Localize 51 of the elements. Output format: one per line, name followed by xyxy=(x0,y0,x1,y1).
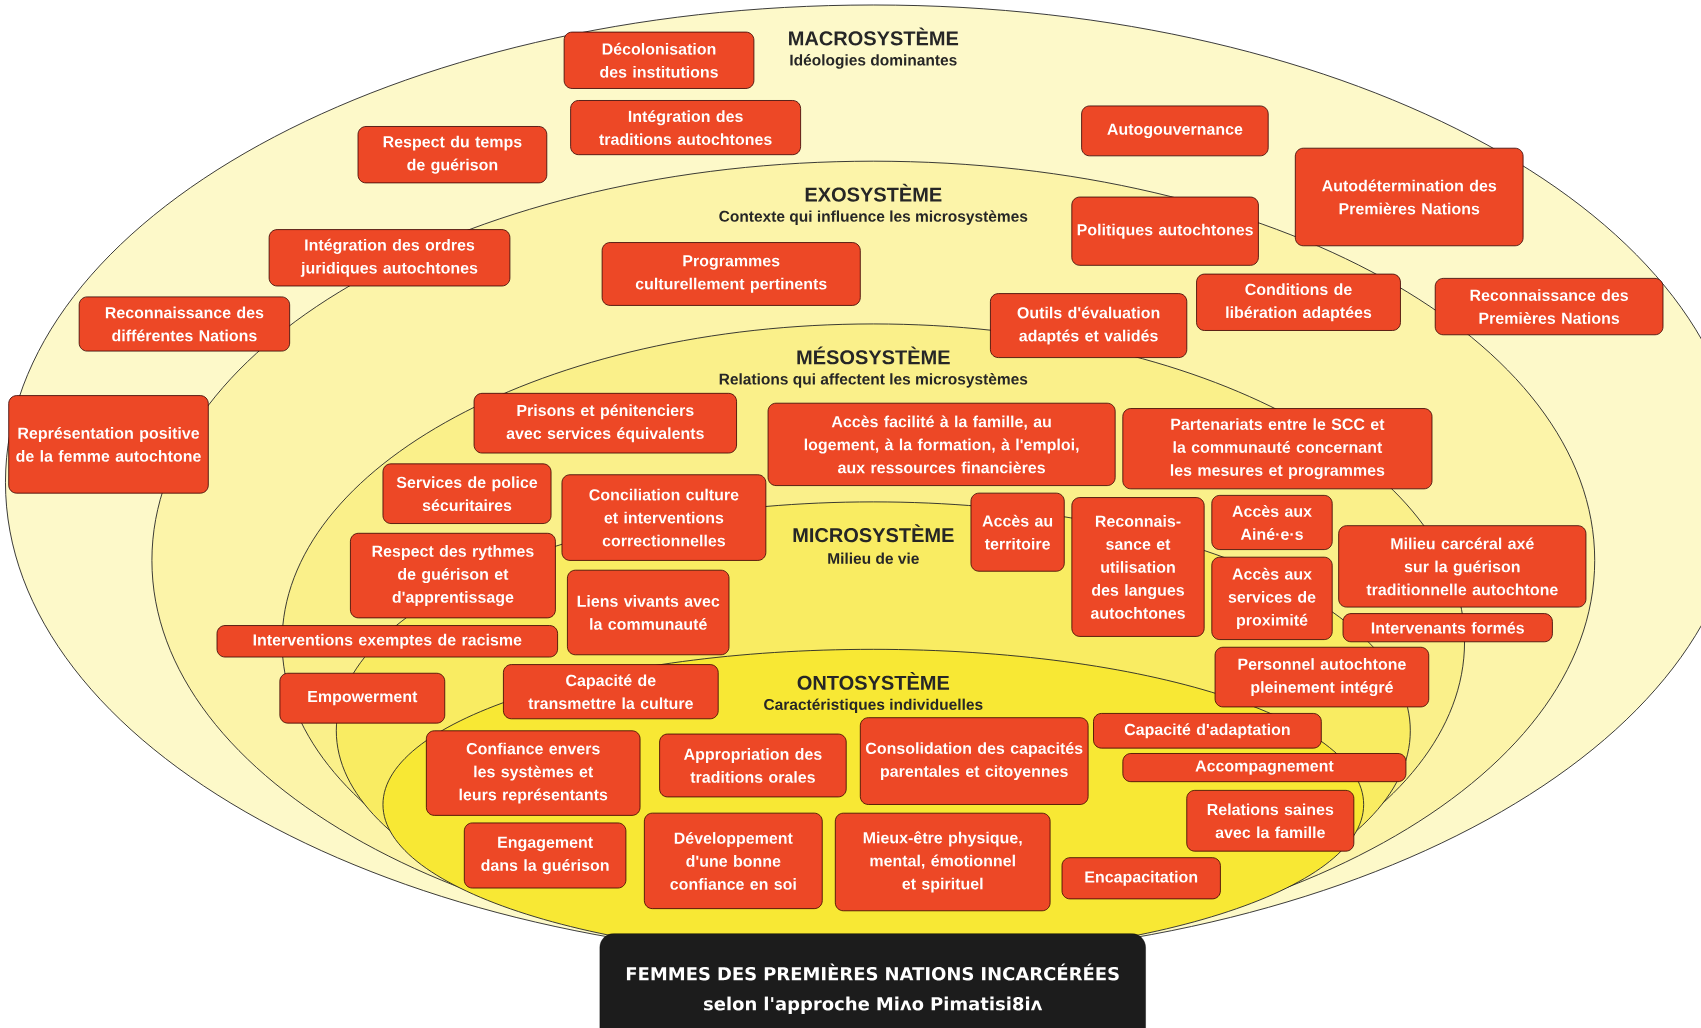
concept-box: Reconnaissance des Premières Nations xyxy=(1434,278,1664,336)
concept-box: Respect du temps de guérison xyxy=(357,126,548,184)
concept-box: Accès aux Ainé·e·s xyxy=(1211,495,1333,550)
layer-title: MICROSYSTÈME xyxy=(793,524,954,543)
concept-box: Décolonisation des institutions xyxy=(563,31,755,89)
concept-box: Outils d'évaluation adaptés et validés xyxy=(990,293,1188,358)
layer-subtitle: Idéologies dominantes xyxy=(790,54,957,69)
concept-box: Autogouvernance xyxy=(1081,105,1269,157)
concept-box: Appropriation des traditions orales xyxy=(659,733,847,798)
concept-box: Interventions exemptes de racisme xyxy=(216,625,558,658)
concept-box: Empowerment xyxy=(279,672,446,724)
concept-box: Confiance envers les systèmes et leurs représentants xyxy=(425,730,641,816)
concept-box: Accompagnement xyxy=(1122,753,1407,783)
concept-box: Capacité d'adaptation xyxy=(1093,713,1322,749)
concept-box: Prisons et pénitenciers avec services équivalents xyxy=(473,392,737,454)
layer-subtitle: Relations qui affectent les microsystèmes xyxy=(719,373,1028,388)
concept-box: Milieu carcéral axé sur la guérison traditionnelle autochtone xyxy=(1338,525,1587,608)
concept-box: Capacité de transmettre la culture xyxy=(503,664,719,720)
concept-box: Intervenants formés xyxy=(1342,613,1553,643)
concept-box: Services de police sécuritaires xyxy=(382,463,552,524)
concept-box: Mieux-être physique, mental, émotionnel et spirituel xyxy=(834,812,1051,912)
concept-box: Conciliation culture et interventions correctionnelles xyxy=(561,474,767,561)
concept-box: Accès au territoire xyxy=(970,492,1065,572)
concept-box: Encapacitation xyxy=(1061,857,1221,900)
concept-box: Intégration des traditions autochtones xyxy=(570,100,801,156)
layer-subtitle: Milieu de vie xyxy=(828,552,919,564)
concept-box: Reconnais-sance et utilisation des langues autochtones xyxy=(1071,497,1205,637)
layer-title: MÉSOSYSTÈME xyxy=(797,346,950,365)
concept-box: Autodétermination des Premières Nations xyxy=(1294,147,1524,247)
concept-box: Conditions de libération adaptées xyxy=(1196,273,1401,331)
title-box: FEMMES DES PREMIÈRES NATIONS INCARCÉRÉES selon l'approche Miʌo Pimatisi8iʌ xyxy=(599,933,1146,1028)
concept-box: Engagement dans la guérison xyxy=(463,822,627,889)
concept-box: Relations saines avec la famille xyxy=(1186,790,1355,852)
concept-box: Personnel autochtone pleinement intégré xyxy=(1214,646,1430,708)
layer-title: EXOSYSTÈME xyxy=(805,183,942,202)
concept-box: Reconnaissance des différentes Nations xyxy=(78,296,291,352)
concept-box: Consolidation des capacités parentales et citoyennes xyxy=(859,717,1089,805)
layer-subtitle: Contexte qui influence les microsystèmes xyxy=(719,210,1028,225)
concept-box: Développement d'une bonne confiance en soi xyxy=(643,812,823,910)
layer-title: ONTOSYSTÈME xyxy=(797,671,950,690)
layer-title: MACROSYSTÈME xyxy=(789,27,959,46)
concept-box: Liens vivants avec la communauté xyxy=(567,569,730,656)
concept-box: Intégration des ordres juridiques autochtones xyxy=(268,229,511,287)
concept-box: Représentation positive de la femme autochtone xyxy=(8,395,209,494)
concept-box: Programmes culturellement pertinents xyxy=(601,242,861,306)
concept-box: Partenariats entre le SCC et la communauté concernant les mesures et programmes xyxy=(1122,408,1433,490)
concept-box: Politiques autochtones xyxy=(1071,196,1259,266)
layer-subtitle: Caractéristiques individuelles xyxy=(764,698,983,714)
concept-box: Respect des rythmes de guérison et d'apprentissage xyxy=(350,532,556,619)
concept-box: Accès facilité à la famille, au logement, à la formation, à l'emploi, aux ressources financières xyxy=(767,402,1116,486)
concept-box: Accès aux services de proximité xyxy=(1211,556,1333,640)
